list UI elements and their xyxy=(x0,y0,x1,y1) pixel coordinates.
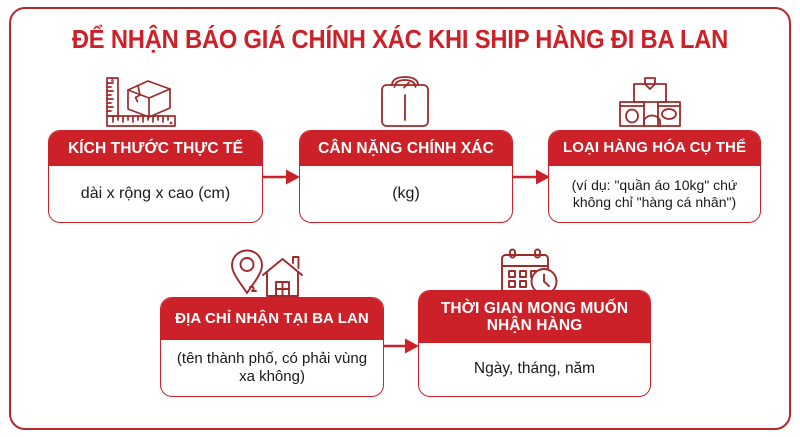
page-title: ĐỂ NHẬN BÁO GIÁ CHÍNH XÁC KHI SHIP HÀNG … xyxy=(71,26,729,54)
card-goods-type: LOẠI HÀNG HÓA CỤ THỂ (ví dụ: "quần áo 10… xyxy=(548,130,761,223)
card-header-goods-type: LOẠI HÀNG HÓA CỤ THỂ xyxy=(549,131,760,166)
card-exact-weight: CÂN NẶNG CHÍNH XÁC (kg) xyxy=(299,130,513,223)
packages-icon xyxy=(614,76,686,128)
card-body-desired-time: Ngày, tháng, năm xyxy=(473,360,596,378)
card-body-actual-size: dài x rộng x cao (cm) xyxy=(80,185,231,203)
card-desired-time: THỜI GIAN MONG MUỐN NHẬN HÀNG Ngày, thán… xyxy=(418,290,651,397)
location-pin-house-icon xyxy=(230,249,308,299)
card-header-actual-size: KÍCH THƯỚC THỰC TẾ xyxy=(49,131,262,166)
ruler-box-icon xyxy=(104,76,184,128)
calendar-clock-icon xyxy=(499,248,563,296)
arrow-size-to-weight-icon xyxy=(262,168,302,186)
card-actual-size: KÍCH THƯỚC THỰC TẾ dài x rộng x cao (cm) xyxy=(48,130,263,223)
card-body-delivery-address: (tên thành phố, có phải vùng xa không) xyxy=(176,350,368,385)
arrow-address-to-time-icon xyxy=(383,337,421,355)
card-header-delivery-address: ĐỊA CHỈ NHẬN TẠI BA LAN xyxy=(161,298,383,340)
card-body-exact-weight: (kg) xyxy=(392,185,420,203)
card-body-goods-type: (ví dụ: "quần áo 10kg" chứ không chỉ "hà… xyxy=(571,177,738,210)
weighing-scale-icon xyxy=(374,76,436,128)
card-delivery-address: ĐỊA CHỈ NHẬN TẠI BA LAN (tên thành phố, … xyxy=(160,297,384,397)
card-header-desired-time: THỜI GIAN MONG MUỐN NHẬN HÀNG xyxy=(419,291,650,343)
card-header-exact-weight: CÂN NẶNG CHÍNH XÁC xyxy=(300,131,512,166)
arrow-weight-to-goods-icon xyxy=(512,168,552,186)
